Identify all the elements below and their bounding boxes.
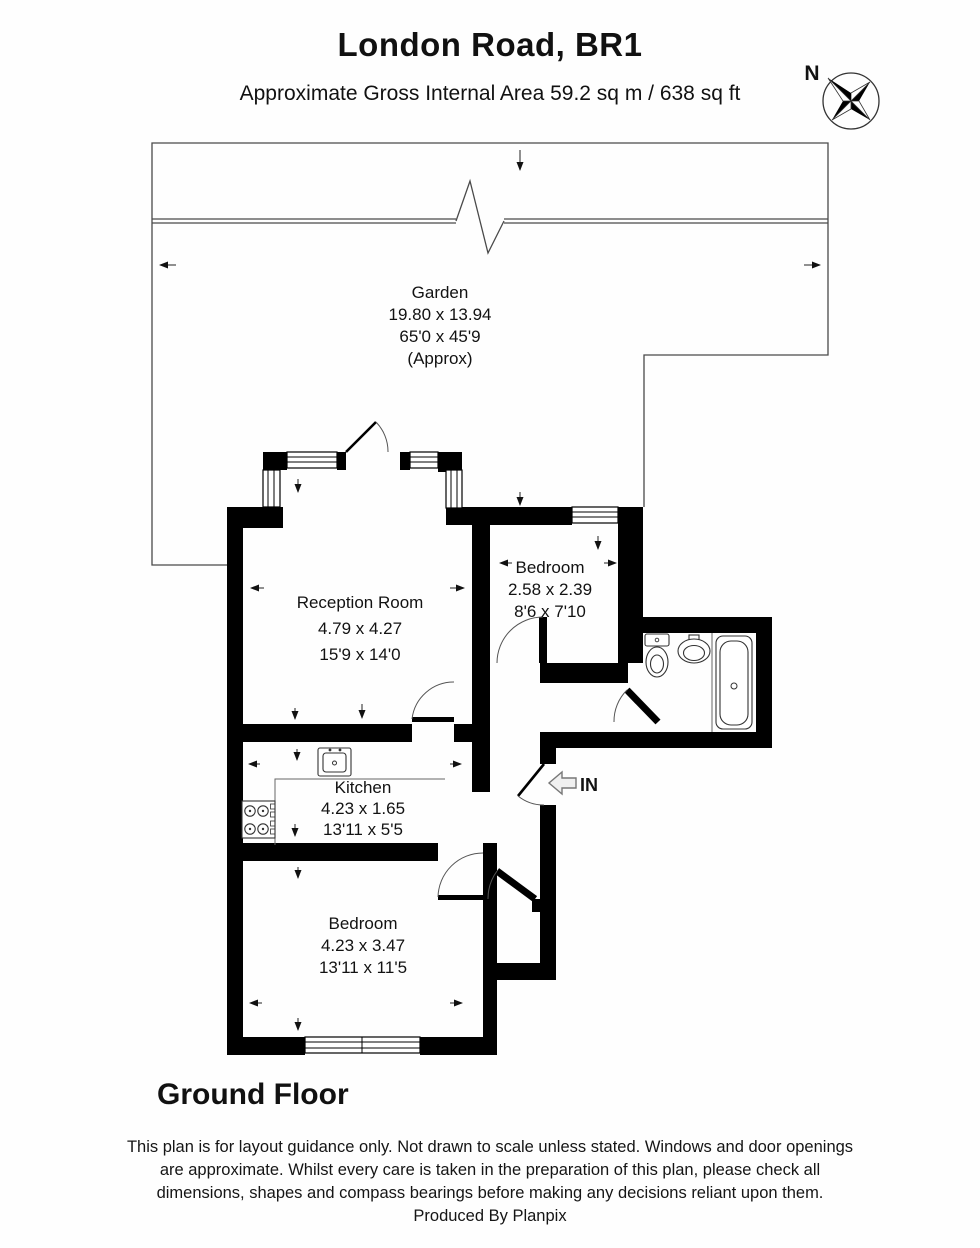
small-bedroom-label: Bedroom 2.58 x 2.39 8'6 x 7'10	[508, 558, 592, 621]
disclaimer-line: dimensions, shapes and compass bearings …	[156, 1184, 824, 1202]
entrance-marker: IN	[547, 770, 598, 796]
svg-text:(Approx): (Approx)	[407, 349, 472, 368]
svg-text:65'0 x 45'9: 65'0 x 45'9	[399, 327, 480, 346]
kitchen-sink-icon	[317, 747, 352, 777]
fence-break-icon	[455, 178, 505, 255]
svg-text:19.80 x 13.94: 19.80 x 13.94	[388, 305, 491, 324]
garden-boundary	[151, 142, 829, 566]
svg-text:13'11 x 5'5: 13'11 x 5'5	[323, 820, 403, 839]
svg-text:4.23 x 1.65: 4.23 x 1.65	[321, 799, 405, 818]
window	[571, 506, 619, 524]
svg-text:2.58 x 2.39: 2.58 x 2.39	[508, 580, 592, 599]
kitchen-label: Kitchen 4.23 x 1.65 13'11 x 5'5	[321, 778, 405, 839]
bathtub-icon	[711, 633, 753, 732]
small-bedroom-door-arc	[496, 616, 547, 664]
windows-layer	[262, 451, 619, 1054]
svg-text:8'6 x 7'10: 8'6 x 7'10	[514, 602, 586, 621]
compass-north-label: N	[804, 62, 819, 85]
fixtures-layer	[241, 633, 753, 845]
disclaimer-line: This plan is for layout guidance only. N…	[126, 1138, 854, 1156]
svg-text:13'11 x 11'5: 13'11 x 11'5	[319, 958, 407, 977]
window	[445, 469, 463, 509]
basin-icon	[677, 634, 711, 664]
toilet-icon	[644, 633, 670, 678]
window	[286, 451, 338, 469]
svg-text:IN: IN	[580, 775, 598, 795]
svg-text:Garden: Garden	[412, 283, 469, 302]
dimension-arrows	[248, 479, 617, 1031]
window	[262, 469, 281, 508]
main-bedroom-label: Bedroom 4.23 x 3.47 13'11 x 11'5	[319, 914, 407, 977]
svg-text:Kitchen: Kitchen	[335, 778, 392, 797]
svg-text:Bedroom: Bedroom	[329, 914, 398, 933]
garden-label: Garden 19.80 x 13.94 65'0 x 45'9 (Approx…	[388, 283, 491, 368]
disclaimer-line: are approximate. Whilst every care is ta…	[159, 1161, 821, 1179]
svg-text:Reception Room: Reception Room	[297, 593, 424, 612]
svg-text:15'9 x 14'0: 15'9 x 14'0	[319, 645, 400, 664]
window	[409, 451, 439, 469]
credit-line: Produced By Planpix	[413, 1207, 567, 1225]
entrance-door-arc	[516, 763, 546, 806]
reception-door-arc	[411, 681, 455, 722]
walls-layer	[227, 452, 772, 1055]
page-subtitle: Approximate Gross Internal Area 59.2 sq …	[239, 82, 741, 105]
svg-text:4.23 x 3.47: 4.23 x 3.47	[321, 936, 405, 955]
compass-icon: N	[804, 62, 880, 130]
hall-door-arc	[487, 868, 538, 902]
svg-text:Bedroom: Bedroom	[516, 558, 585, 577]
page-title: London Road, BR1	[337, 26, 643, 63]
main-bedroom-door-arc	[437, 852, 484, 900]
bathroom-door-arc	[613, 687, 661, 725]
reception-room-label: Reception Room 4.79 x 4.27 15'9 x 14'0	[297, 593, 424, 664]
floor-label: Ground Floor	[157, 1078, 349, 1111]
disclaimer: This plan is for layout guidance only. N…	[0, 1136, 980, 1228]
hob-icon	[241, 800, 276, 839]
doors-layer	[345, 421, 661, 902]
in-arrow-icon	[547, 770, 577, 796]
garden-door-arc	[345, 421, 389, 453]
window	[304, 1036, 421, 1054]
svg-text:4.79 x 4.27: 4.79 x 4.27	[318, 619, 402, 638]
